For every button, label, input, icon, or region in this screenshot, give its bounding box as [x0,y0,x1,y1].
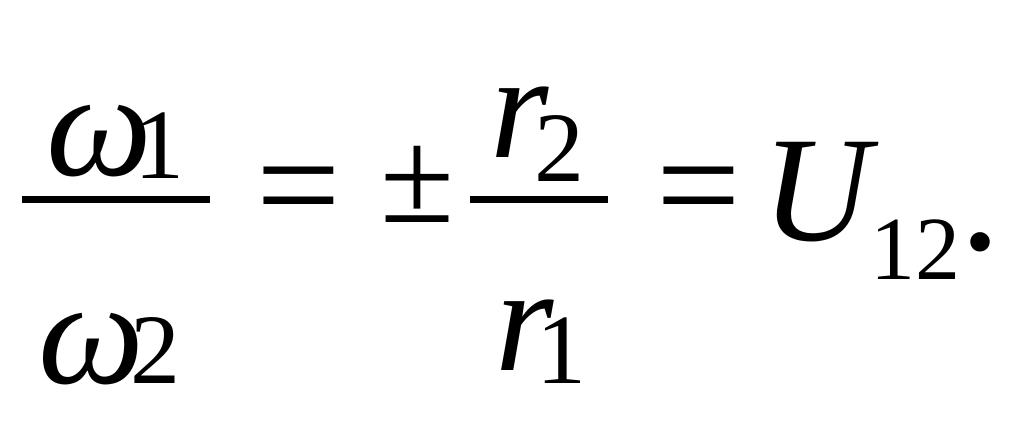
omega-1-symbol: ω [46,42,152,208]
terminating-period: . [965,143,995,276]
plus-minus-sign: ± [380,103,455,252]
omega-2-subscript: 2 [130,294,180,405]
equals-sign-1: = [256,102,341,268]
omega-2-symbol: ω [38,250,144,416]
left-fraction-bar [22,196,210,203]
u-subscript: 12 [870,200,960,299]
right-fraction-bar [470,196,608,203]
r-2-symbol: r [490,24,549,190]
r-2-subscript: 2 [534,92,584,203]
r-1-subscript: 1 [536,294,586,405]
u-symbol: U [762,107,871,273]
r-1-symbol: r [495,237,554,403]
omega-1-subscript: 1 [134,89,184,200]
equals-sign-2: = [656,102,741,268]
